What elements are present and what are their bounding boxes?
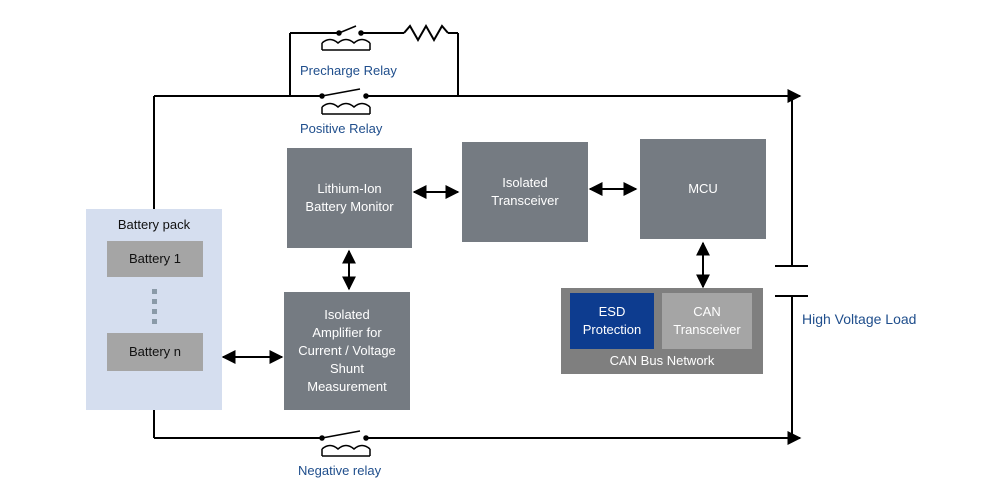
can-bus-network: ESD Protection CAN Transceiver CAN Bus N… [561, 288, 763, 374]
mcu-block: MCU [640, 139, 766, 239]
battery-monitor-block: Lithium-Ion Battery Monitor [287, 148, 412, 248]
battery-cell-n: Battery n [107, 333, 203, 371]
precharge-relay-label: Precharge Relay [300, 63, 397, 78]
high-voltage-load-label: High Voltage Load [802, 311, 917, 327]
battery-pack: Battery pack Battery 1 Battery n [86, 209, 222, 410]
isolated-amplifier-block: Isolated Amplifier for Current / Voltage… [284, 292, 410, 410]
ellipsis-dots-icon [152, 289, 157, 324]
esd-protection-block: ESD Protection [570, 293, 654, 349]
negative-rail [153, 410, 802, 445]
load-capacitor-icon [775, 96, 808, 438]
signal-arrows [221, 182, 710, 364]
battery-cell-1: Battery 1 [107, 241, 203, 277]
negative-relay-switch-icon [319, 430, 371, 457]
positive-relay-switch-icon [319, 88, 371, 115]
negative-relay-label: Negative relay [298, 463, 382, 478]
precharge-loop [289, 23, 459, 96]
positive-rail [153, 89, 802, 210]
can-transceiver-block: CAN Transceiver [662, 293, 752, 349]
battery-pack-title: Battery pack [117, 217, 191, 232]
isolated-transceiver-block: Isolated Transceiver [462, 142, 588, 242]
can-bus-title: CAN Bus Network [609, 353, 715, 368]
precharge-relay-switch-icon [321, 25, 371, 51]
positive-relay-label: Positive Relay [300, 121, 383, 136]
